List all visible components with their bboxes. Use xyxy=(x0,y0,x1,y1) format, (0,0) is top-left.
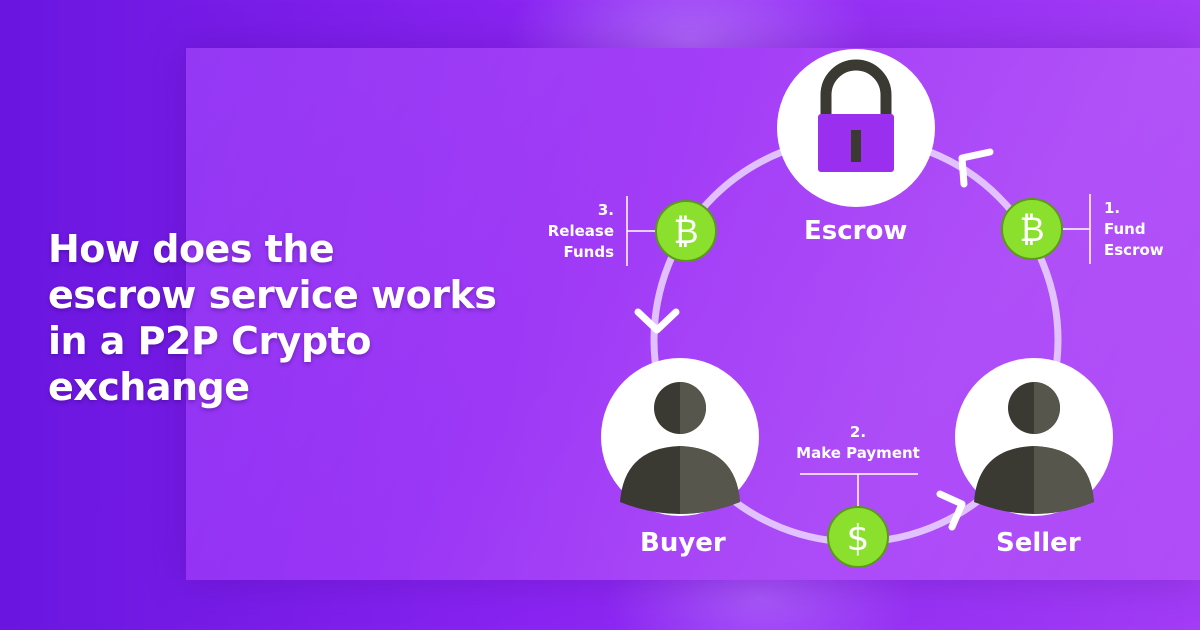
escrow-node xyxy=(777,49,935,207)
step-3-line-2: Funds xyxy=(563,243,614,261)
arrow-to-escrow-icon xyxy=(958,148,994,188)
headline-line-4: exchange xyxy=(48,365,250,409)
buyer-label: Buyer xyxy=(640,528,726,558)
step-1-line-1: Fund xyxy=(1104,220,1146,238)
step-1-line-2: Escrow xyxy=(1104,241,1164,259)
step-3-bracket xyxy=(626,196,656,266)
lock-shackle-icon xyxy=(820,59,892,120)
step-3-line-1: Release xyxy=(547,222,614,240)
buyer-avatar-shade xyxy=(680,382,740,514)
step-2-line-1: Make Payment xyxy=(796,444,920,462)
fund-bitcoin-coin: ₿ xyxy=(1001,198,1063,260)
step-3-label: 3. Release Funds xyxy=(522,200,614,263)
step-1-label: 1. Fund Escrow xyxy=(1104,198,1164,261)
step-2-label: 2. Make Payment xyxy=(778,422,938,464)
arrow-to-seller-icon xyxy=(936,490,966,531)
lock-keyhole-icon xyxy=(851,130,861,162)
seller-node xyxy=(955,358,1113,516)
arrow-to-buyer-icon xyxy=(634,308,680,334)
step-3-number: 3. xyxy=(597,201,614,219)
escrow-label: Escrow xyxy=(804,216,908,246)
step-2-number: 2. xyxy=(849,423,867,441)
headline-line-1: How does the xyxy=(48,227,335,271)
headline-line-2: escrow service works xyxy=(48,273,497,317)
payment-dollar-coin: $ xyxy=(827,506,889,568)
bitcoin-icon: ₿ xyxy=(673,212,698,252)
headline-line-3: in a P2P Crypto xyxy=(48,319,371,363)
step-2-bracket xyxy=(800,473,918,506)
dollar-icon: $ xyxy=(847,518,870,559)
seller-avatar-shade xyxy=(1034,382,1094,514)
bitcoin-icon: ₿ xyxy=(1019,210,1044,250)
buyer-node xyxy=(601,358,759,516)
release-bitcoin-coin: ₿ xyxy=(655,200,717,262)
step-1-bracket xyxy=(1062,194,1091,264)
seller-label: Seller xyxy=(996,528,1081,558)
headline: How does the escrow service works in a P… xyxy=(48,226,568,410)
step-1-number: 1. xyxy=(1104,199,1121,217)
